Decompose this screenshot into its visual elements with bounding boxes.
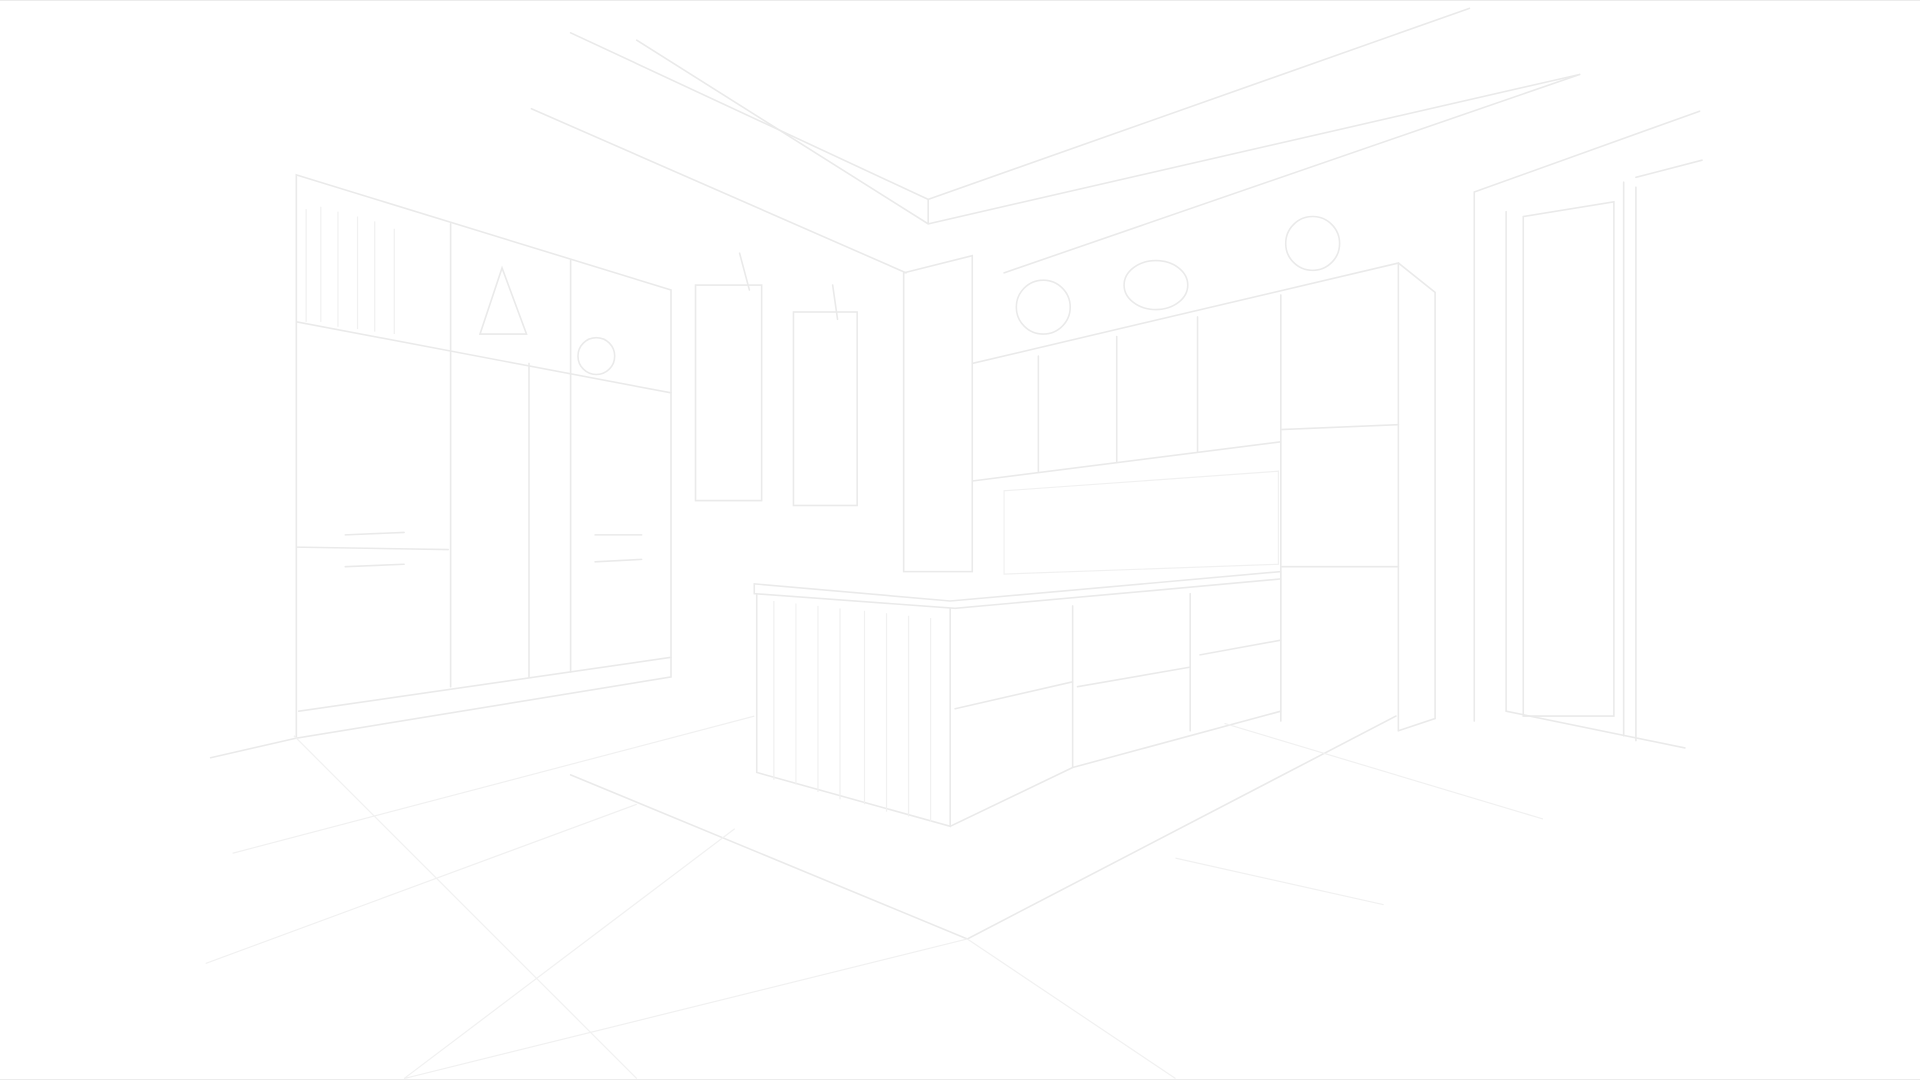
kitchen-island <box>753 570 1282 828</box>
door-frame <box>1473 110 1703 749</box>
back-cabinets <box>902 215 1436 732</box>
wall-panels <box>694 252 858 507</box>
left-wall-cabinets <box>295 173 672 740</box>
floor-tiles <box>205 715 1544 1080</box>
ceiling-molding <box>530 7 1581 274</box>
